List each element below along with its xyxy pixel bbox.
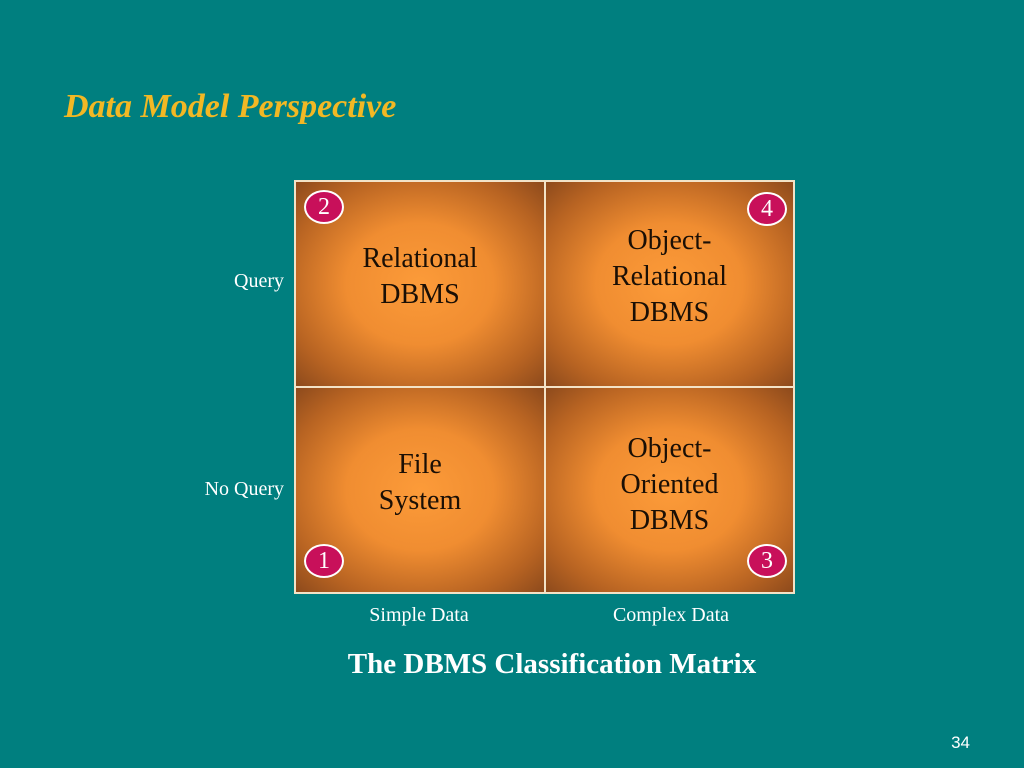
quadrant-number-badge: 4: [747, 192, 787, 226]
cell-label: File System: [378, 449, 462, 516]
classification-matrix: 2 Relational DBMS 4 Object- Relational D…: [294, 180, 795, 594]
column-label-complex-data: Complex Data: [612, 604, 730, 626]
slide-title: Data Model Perspective: [64, 88, 397, 125]
quadrant-number-badge: 3: [747, 544, 787, 578]
column-label-simple-data: Simple Data: [369, 604, 469, 626]
matrix-cell-relational-dbms: 2 Relational DBMS: [294, 180, 546, 388]
quadrant-number-badge: 1: [304, 544, 344, 578]
cell-label: Relational DBMS: [362, 243, 478, 310]
matrix-caption: The DBMS Classification Matrix: [347, 648, 757, 680]
matrix-cell-object-oriented-dbms: 3 Object- Oriented DBMS: [544, 386, 795, 594]
cell-label: Object- Oriented DBMS: [620, 433, 719, 536]
quadrant-number-badge: 2: [304, 190, 344, 224]
matrix-cell-file-system: 1 File System: [294, 386, 546, 594]
cell-label: Object- Relational DBMS: [611, 225, 728, 328]
row-label-query: Query: [234, 270, 284, 292]
row-label-no-query: No Query: [204, 478, 284, 500]
page-number: 34: [951, 733, 970, 752]
matrix-cell-object-relational-dbms: 4 Object- Relational DBMS: [544, 180, 795, 388]
